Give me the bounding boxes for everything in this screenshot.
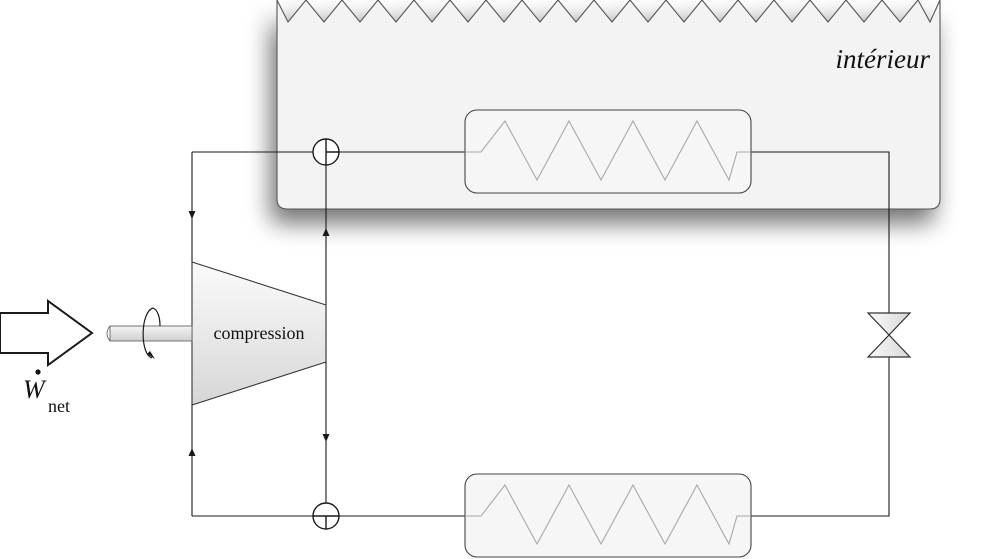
flow-arrow-up-left [188, 448, 196, 456]
interior-zone: intérieur [276, 0, 941, 210]
compressor-body [191, 261, 327, 406]
compressor-label: compression [214, 323, 305, 343]
rotation-arrow-icon [142, 307, 154, 359]
work-label-subscript: net [48, 396, 70, 416]
flow-arrows [188, 211, 330, 456]
coil-exterior [465, 483, 751, 546]
flow-arrow-down-left [188, 211, 196, 219]
drive-shaft [106, 307, 193, 359]
valve-bottom [312, 502, 340, 530]
flow-arrow-up-right [322, 228, 330, 236]
work-input-arrow-icon [0, 299, 94, 367]
interior-zone-label: intérieur [836, 44, 931, 74]
expansion-valve [866, 312, 912, 358]
heat-exchanger-interior [464, 109, 752, 194]
coil-interior [465, 119, 751, 182]
pipe-right-lower [751, 357, 890, 517]
work-input: W net [0, 299, 94, 416]
interior-zone-box [276, 0, 941, 210]
compressor: compression [191, 261, 327, 406]
work-dot-accent [35, 369, 41, 375]
work-label: W [23, 375, 47, 404]
flow-arrow-down-right [322, 434, 330, 442]
heat-exchanger-exterior [464, 473, 752, 558]
valve-top [312, 138, 340, 166]
